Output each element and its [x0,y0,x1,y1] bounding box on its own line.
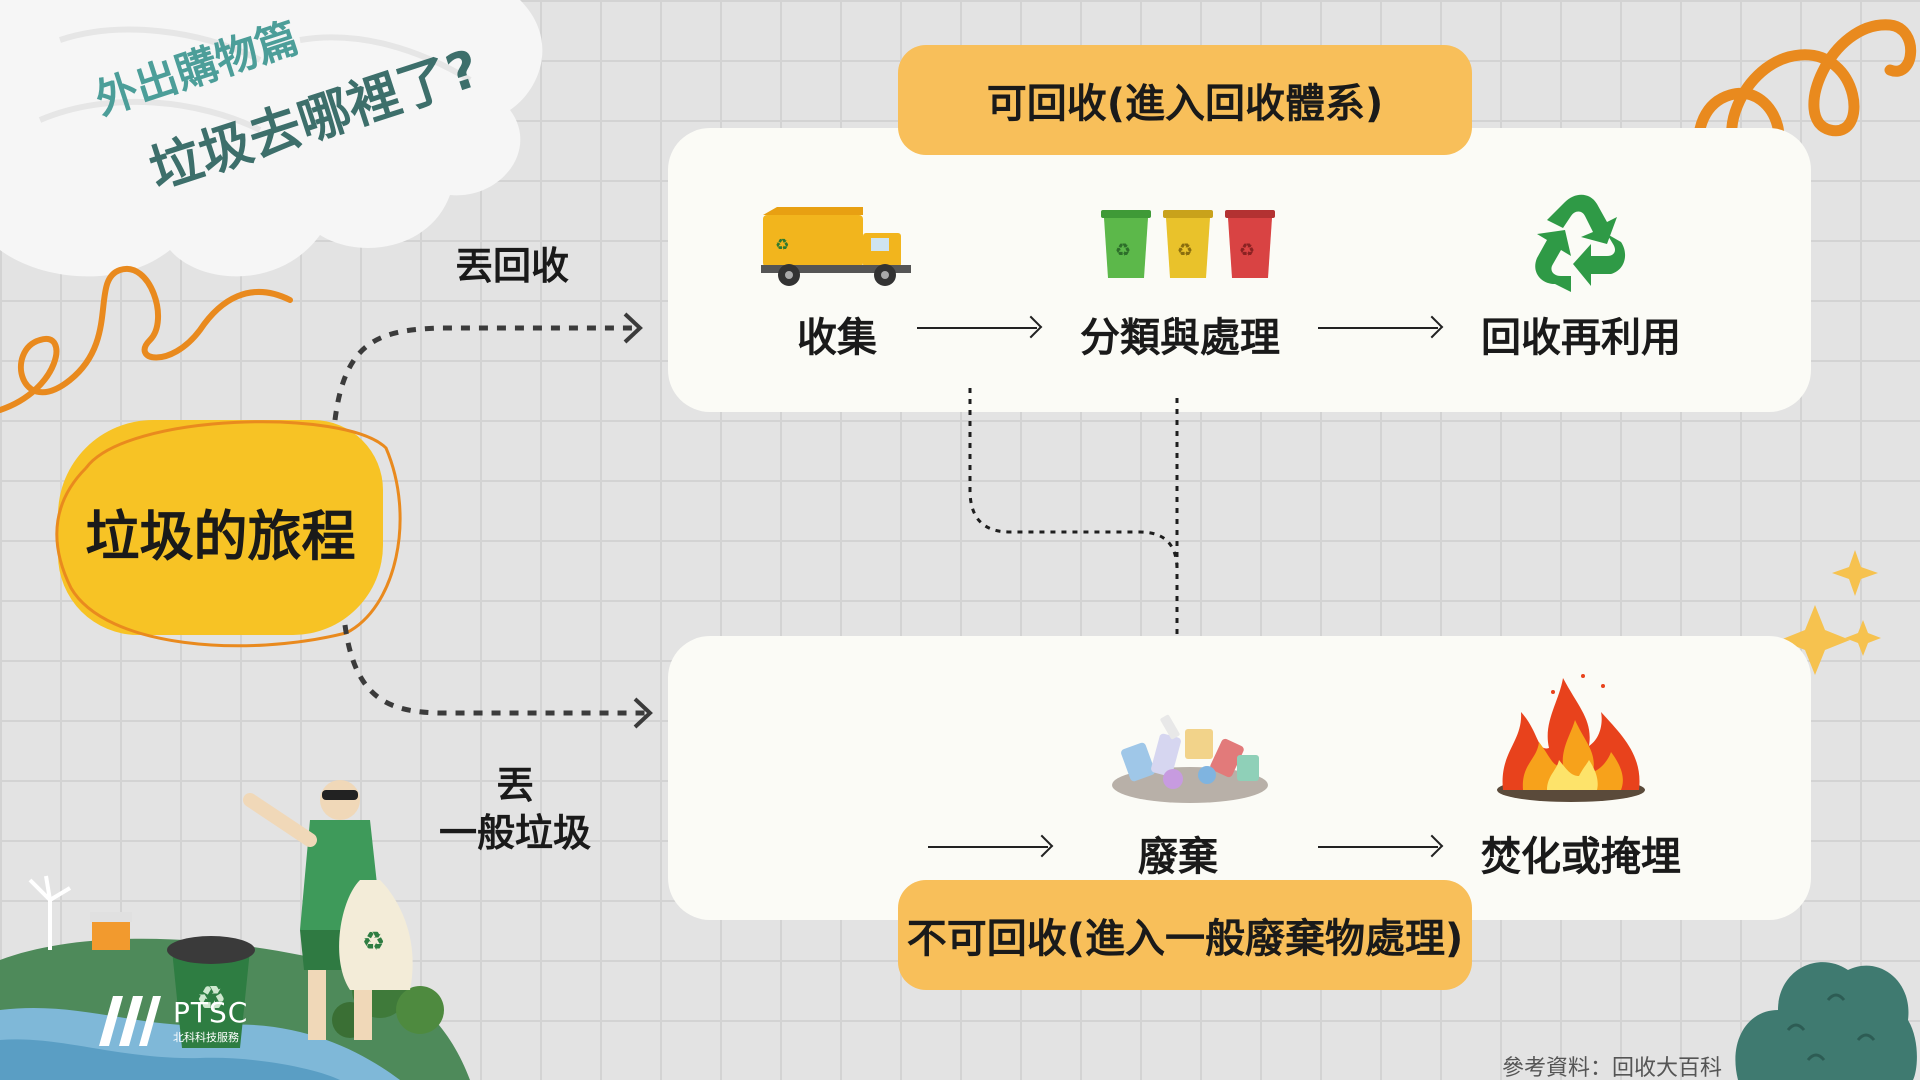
step-collect: 收集 [797,315,877,361]
step-sort: 分類與處理 [1080,315,1280,361]
bubble-outline [55,420,402,648]
arrow-discard-to-incinerate [1318,846,1438,848]
recyclable-title-pill: 可回收(進入回收體系) [898,45,1472,155]
general-branch-label: 丟 一般垃圾 [430,762,600,857]
ptsc-logo: PTSC 北科科技服務 [95,992,248,1048]
svg-text:♻: ♻ [775,235,789,254]
arrow-into-discard [928,846,1048,848]
step-discard: 廢棄 [1138,834,1218,880]
fire-pile-icon [1497,674,1645,802]
step-reuse: 回收再利用 [1481,315,1681,361]
general-branch-label-line2: 一般垃圾 [438,810,591,855]
step-incinerate: 焚化或掩埋 [1481,834,1681,880]
svg-text:♻: ♻ [196,979,226,1019]
sparkle-icon [1780,550,1881,675]
garbage-truck-icon: ♻ [761,207,911,286]
svg-text:♻: ♻ [362,927,385,957]
svg-text:♻: ♻ [1115,240,1131,261]
swirl-decoration-left [0,265,293,413]
earth-illustration: ♻ ♻ [0,780,470,1080]
bush-decoration [1735,962,1917,1080]
swirl-decoration-right [1693,19,1917,221]
recycle-icon [1535,194,1626,292]
general-branch-label-line1: 丟 [495,763,534,807]
non-recyclable-title-pill: 不可回收(進入一般廢棄物處理) [898,880,1472,990]
arrow-collect-to-sort [917,327,1037,329]
source-note: 參考資料：回收大百科 [1502,1056,1723,1081]
ptsc-logo-name: PTSC [173,995,249,1029]
trash-pile-icon [1112,714,1268,803]
recycle-branch-label: 丟回收 [455,244,570,288]
sorting-bins-icon: ♻ ♻ ♻ [1101,210,1275,278]
center-bubble: 垃圾的旅程 [55,420,402,648]
cloud-decoration [0,0,543,277]
bubble-text: 垃圾的旅程 [85,505,356,568]
ptsc-logo-subtitle: 北科科技服務 [173,1030,239,1044]
svg-text:♻: ♻ [1177,240,1193,261]
arrow-sort-to-reuse [1318,327,1438,329]
ptsc-logo-mark [99,996,161,1046]
svg-text:♻: ♻ [1239,240,1255,261]
